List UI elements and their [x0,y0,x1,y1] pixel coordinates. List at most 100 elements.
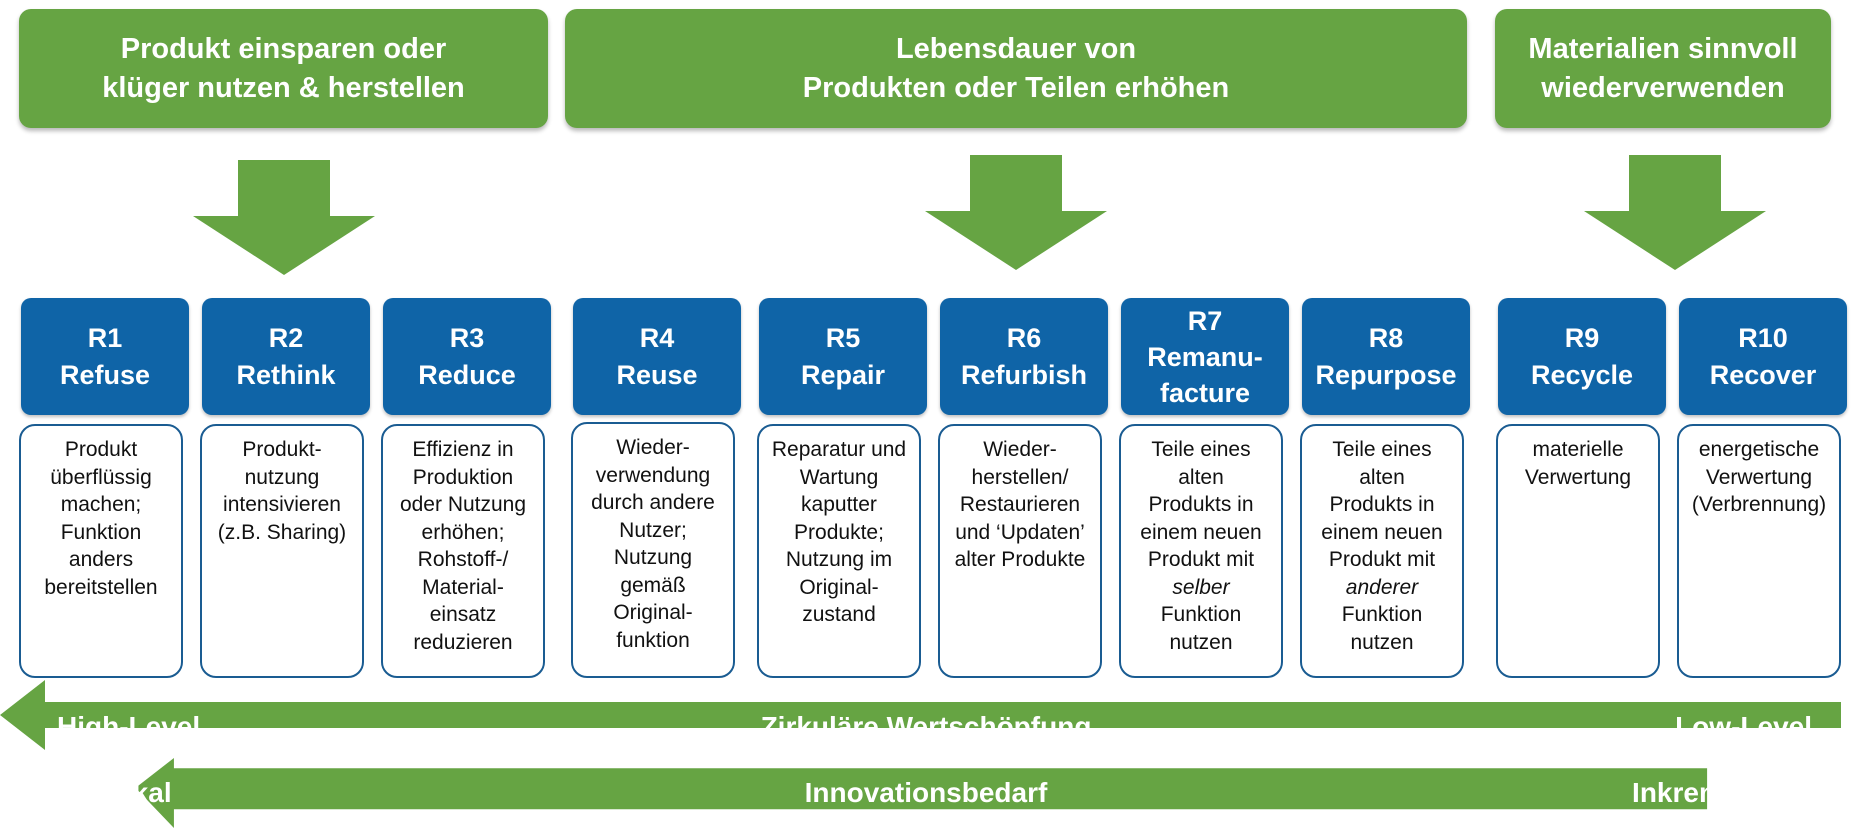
desc-line: Verwertung [1705,465,1813,489]
tile-name: Recover [1709,359,1817,390]
desc-line: (z.B. Sharing) [217,520,347,544]
desc-line: energetische [1698,438,1820,461]
desc-line: Produkts in [1329,493,1435,516]
desc-line: Nutzung [613,546,693,569]
desc-emphasis: selber [1172,575,1230,599]
tile-r6-refurbish: R6 Refurbish [940,298,1108,415]
desc-line-emphasis: anderer [1302,574,1462,602]
tile-code: R1 [87,322,123,353]
tile-code: R7 [1187,305,1223,336]
banner-line: Produkten oder Teilen erhöhen [802,71,1230,104]
tile-code: R5 [825,322,861,353]
desc-r6: Wieder- herstellen/ Restaurieren und ‘Up… [938,424,1102,678]
tile-r10-recover: R10 Recover [1679,298,1847,415]
desc-line-emphasis: selber [1121,574,1281,602]
desc-line: Wieder- [616,436,690,459]
desc-line: alten [1178,465,1224,489]
desc-line: erhöhen; [421,520,505,544]
desc-line: Produktion [412,465,514,489]
desc-r4: Wieder- verwendung durch andere Nutzer; … [571,422,735,678]
desc-line: nutzen [1350,630,1414,654]
desc-line: Original- [799,575,879,599]
down-arrow-icon [925,155,1107,270]
tile-code: R10 [1738,322,1788,353]
desc-r7: Teile eines alten Produkts in einem neue… [1119,424,1283,678]
banner-line: wiederverwenden [1541,71,1785,104]
scale-innovation-center: Innovationsbedarf [804,777,1048,808]
desc-line: Produkt- [242,438,322,461]
desc-line: Wartung [799,465,879,489]
tile-r7-remanufacture: R7 Remanu- facture [1121,298,1289,415]
desc-line: Verwertung [1524,465,1632,489]
desc-line: Restaurieren [959,493,1081,516]
desc-line: Wieder- [983,438,1057,461]
desc-line: intensivieren [223,493,341,516]
tile-r9-recycle: R9 Recycle [1498,298,1666,415]
banner-line: klüger nutzen & herstellen [102,71,465,104]
banner-line: Lebensdauer von [895,32,1137,65]
scale-level-left: High-Level [57,711,201,742]
desc-r9: materielle Verwertung [1496,424,1660,678]
desc-line: einsatz [429,603,497,626]
tile-code: R9 [1564,322,1600,353]
desc-line: Reparatur und [771,438,907,461]
desc-line: anders [68,548,134,571]
desc-line: Effizienz in [412,438,514,461]
desc-line: überflüssig [50,465,152,489]
desc-r3: Effizienz in Produktion oder Nutzung erh… [381,424,545,678]
tile-r5-repair: R5 Repair [759,298,927,415]
tile-r2-rethink: R2 Rethink [202,298,370,415]
tile-name: Recycle [1530,359,1634,390]
tile-r8-repurpose: R8 Repurpose [1302,298,1470,415]
tile-code: R6 [1006,322,1042,353]
desc-line: bereitstellen [44,575,158,599]
desc-line: Teile eines [1332,438,1432,461]
desc-line: Material- [422,575,504,599]
desc-line: oder Nutzung [399,493,527,516]
desc-line: Nutzer; [619,518,687,542]
desc-line: funktion [616,628,690,652]
desc-line: Produkt mit [1328,548,1436,571]
scale-innovation-right: Inkrementell [1632,777,1797,808]
desc-line: nutzung [244,465,320,489]
tile-r1-refuse: R1 Refuse [21,298,189,415]
desc-r10: energetische Verwertung (Verbrennung) [1677,424,1841,678]
tile-name: Reduce [418,359,516,390]
tile-name: facture [1159,377,1251,408]
desc-r8: Teile eines alten Produkts in einem neue… [1300,424,1464,678]
tile-name: Repurpose [1315,359,1457,390]
desc-line: alter Produkte [954,548,1086,571]
tile-name: Refurbish [960,359,1087,390]
tile-name: Rethink [236,359,336,390]
desc-line: Produkts in [1148,493,1254,516]
tile-name: Remanu- [1147,341,1263,372]
banner-extend-lifetime: Lebensdauer von Produkten oder Teilen er… [565,9,1467,128]
desc-line: materielle [1532,438,1624,461]
scale-level-right: Low-Level [1675,711,1812,742]
tile-r4-reuse: R4 Reuse [573,298,741,415]
desc-line: Original- [613,601,693,624]
desc-line: einem neuen [1140,520,1262,544]
desc-line: durch andere [591,491,715,514]
tile-name: Refuse [59,359,151,390]
banner-reduce-use: Produkt einsparen oder klüger nutzen & h… [19,9,548,128]
desc-line: Funktion [1341,603,1423,626]
tile-name: Repair [800,359,886,390]
desc-line: Produkt [64,438,138,461]
tile-code: R2 [268,322,304,353]
banner-line: Produkt einsparen oder [120,32,447,65]
desc-line: nutzen [1169,630,1233,654]
desc-line: reduzieren [413,630,513,654]
desc-line: herstellen/ [971,465,1069,489]
left-arrow-icon [135,758,1708,828]
desc-line: verwendung [595,463,711,487]
tile-code: R8 [1368,322,1404,353]
desc-line: Produkte; [794,520,884,544]
desc-line: und ‘Updaten’ [955,520,1085,544]
desc-line: Rohstoff-/ [417,548,509,571]
desc-line: (Verbrennung) [1691,493,1827,516]
desc-line: Produkt mit [1147,548,1255,571]
desc-line: alten [1359,465,1405,489]
scale-innovation-left: Radikal [72,777,172,808]
desc-line: gemäß [620,573,686,597]
